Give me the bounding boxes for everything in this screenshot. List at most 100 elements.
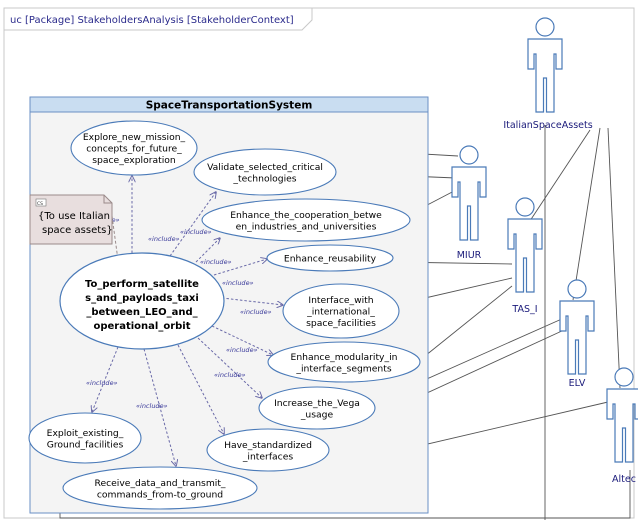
usecase-cooperation-ellipse (201, 198, 411, 242)
usecase-explore-line-1: Explore_new_mission_ (83, 132, 186, 143)
actor-italian[interactable]: ItalianSpaceAssets (503, 17, 593, 131)
include-label-cooperation: «include» (180, 228, 212, 236)
usecase-standardized-ellipse (206, 428, 330, 472)
note-fold (103, 195, 112, 204)
usecase-layer: Explore_new_mission_concepts_for_future_… (28, 120, 421, 510)
frame-title-tab (4, 8, 313, 31)
usecase-validate[interactable]: Validate_selected_critical_technologies (193, 148, 337, 196)
usecase-reusability-ellipse (266, 244, 394, 272)
actor-tas-label: TAS_I (511, 304, 537, 315)
usecase-ground-line-1: Exploit_existing_ (47, 428, 124, 439)
actor-elv-body (559, 300, 595, 375)
actor-italian-label: ItalianSpaceAssets (503, 120, 592, 131)
actor-italian-head (535, 17, 555, 37)
include-label-modularity: «include» (240, 308, 272, 316)
usecase-vega-line-1: Increase_the_Vega (274, 398, 360, 409)
usecase-main-ellipse (59, 252, 225, 350)
usecase-explore-ellipse (70, 120, 198, 176)
usecase-vega-line-2: _usage (300, 409, 334, 420)
actor-miur-label: MIUR (457, 250, 482, 261)
usecase-reusability-line-1: Enhance_reusability (284, 254, 377, 265)
include-label-reusability: «include» (200, 258, 232, 266)
usecase-vega[interactable]: Increase_the_Vega_usage (258, 386, 376, 430)
include-arrow-cooperation[interactable] (195, 238, 220, 263)
usecase-reusability[interactable]: Enhance_reusability (266, 244, 394, 272)
usecase-interface-ellipse (282, 283, 400, 339)
actor-miur[interactable]: MIUR (451, 145, 487, 261)
usecase-standardized[interactable]: Have_standardized_interfaces (206, 428, 330, 472)
note-line-2: space assets} (42, 225, 113, 236)
actor-elv-label: ELV (569, 378, 586, 389)
note-shape (29, 194, 113, 245)
actor-italian-body (527, 38, 563, 113)
note-constraint-icon (35, 198, 47, 207)
usecase-standardized-line-2: _interfaces (242, 451, 294, 462)
usecase-validate-line-1: Validate_selected_critical (207, 162, 323, 173)
usecase-main-line-4: operational_orbit (93, 321, 190, 332)
include-label-receive: «include» (136, 402, 168, 410)
usecase-standardized-line-1: Have_standardized (224, 440, 312, 451)
usecase-interface-line-3: space_facilities (306, 318, 376, 329)
actor-altec-head (614, 367, 634, 387)
usecase-receive-ellipse (62, 466, 258, 510)
usecase-interface-line-1: Interface_with (308, 295, 373, 306)
usecase-ground-line-2: Ground_facilities (47, 439, 124, 450)
include-label-interface: «include» (222, 279, 254, 287)
usecase-explore[interactable]: Explore_new_mission_concepts_for_future_… (70, 120, 198, 176)
note-icon-text: CS (37, 201, 43, 207)
constraint-note[interactable]: CS {To use Italian space assets} (29, 194, 113, 245)
usecase-validate-ellipse (193, 148, 337, 196)
actor-tas[interactable]: TAS_I (507, 197, 543, 315)
association-altec-11[interactable] (607, 127, 621, 389)
usecase-receive-line-2: commands_from-to_ground (97, 489, 223, 500)
usecase-modularity-line-1: Enhance_modularity_in (291, 352, 398, 363)
actor-tas-head (515, 197, 535, 217)
association-tas-7[interactable] (419, 285, 513, 361)
actor-elv[interactable]: ELV (559, 279, 595, 389)
include-label-vega: «include» (226, 346, 258, 354)
include-arrow-standardized[interactable] (177, 344, 224, 434)
usecase-main-line-1: To_perform_satellite (85, 279, 199, 290)
usecase-main[interactable]: To_perform_satellite s_and_payloads_taxi… (59, 252, 225, 350)
usecase-modularity[interactable]: Enhance_modularity_in_interface_segments (267, 341, 421, 383)
usecase-cooperation-line-1: Enhance_the_cooperation_betwe (230, 210, 382, 221)
actor-elv-head (567, 279, 587, 299)
include-arrow-receive[interactable] (143, 348, 176, 466)
usecase-receive[interactable]: Receive_data_and_transmit_commands_from-… (62, 466, 258, 510)
usecase-main-line-3: _between_LEO_and_ (86, 307, 197, 318)
note-line-1: {To use Italian (38, 211, 110, 222)
include-label-standardized: «include» (214, 371, 246, 379)
actor-altec[interactable]: Altec (606, 367, 638, 485)
actor-altec-body (606, 388, 638, 463)
usecase-interface-line-2: _international_ (306, 307, 375, 318)
usecase-validate-line-2: _technologies (232, 173, 296, 184)
usecase-interface[interactable]: Interface_with_international_space_facil… (282, 283, 400, 339)
include-arrow-modularity[interactable] (211, 325, 273, 355)
actor-miur-head (459, 145, 479, 165)
include-arrow-reusability[interactable] (213, 259, 267, 276)
system-boundary-header (29, 96, 429, 113)
association-elv-8[interactable] (572, 127, 601, 301)
usecase-explore-line-3: space_exploration (92, 155, 176, 166)
usecase-ground-ellipse (28, 412, 142, 464)
usecase-ground[interactable]: Exploit_existing_Ground_facilities (28, 412, 142, 464)
include-arrow-vega[interactable] (197, 337, 262, 398)
association-tas-4[interactable] (519, 129, 591, 237)
frame-title: uc [Package] StakeholdersAnalysis [Stake… (10, 15, 294, 26)
actor-altec-label: Altec (612, 474, 636, 485)
usecase-vega-ellipse (258, 386, 376, 430)
actor-miur-body (451, 166, 487, 241)
usecase-modularity-ellipse (267, 341, 421, 383)
actor-tas-body (507, 218, 543, 293)
note-anchor (111, 215, 119, 261)
system-boundary-title: SpaceTransportationSystem (146, 100, 313, 112)
include-arrow-interface[interactable] (221, 297, 283, 305)
usecase-modularity-line-2: _interface_segments (295, 363, 391, 374)
include-label-ground: «include» (86, 379, 118, 387)
usecase-main-line-2: s_and_payloads_taxi (85, 293, 199, 304)
usecase-cooperation-line-2: en_industries_and_universities (236, 221, 377, 232)
usecase-cooperation[interactable]: Enhance_the_cooperation_between_industri… (201, 198, 411, 242)
